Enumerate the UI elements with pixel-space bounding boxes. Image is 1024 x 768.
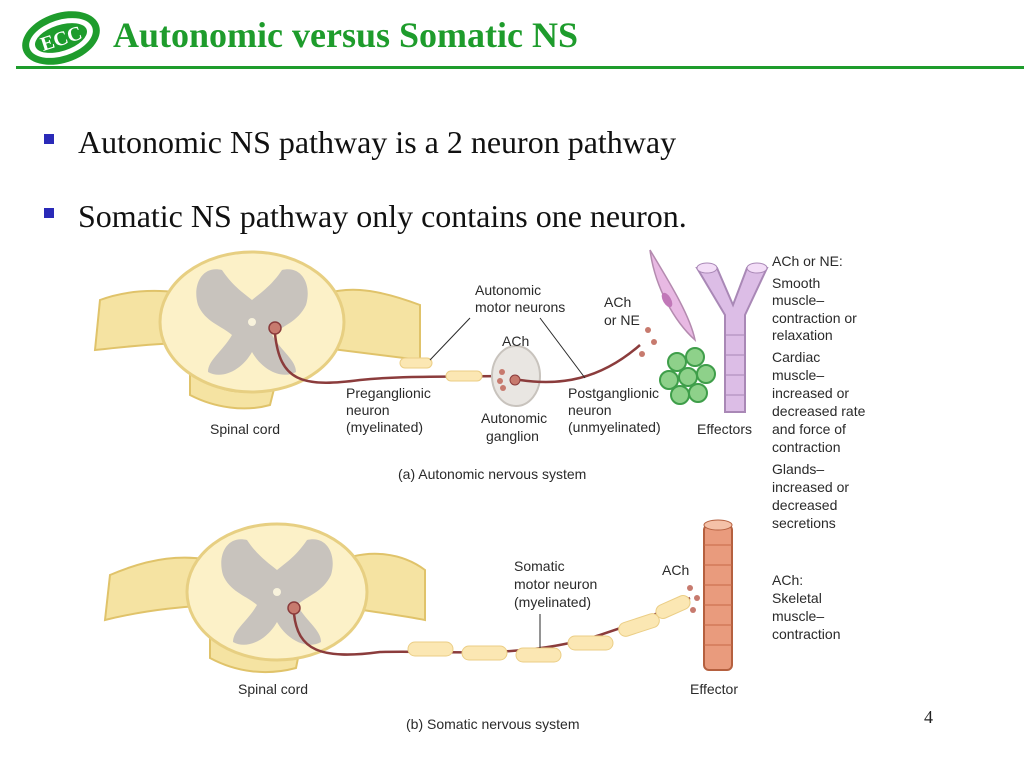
postganglionic-cell-body	[509, 374, 521, 386]
synaptic-terminal	[687, 585, 693, 591]
skeletal-muscle-fiber	[703, 524, 733, 671]
synaptic-terminal	[694, 595, 700, 601]
effect-line: and force of	[772, 421, 846, 437]
effect-line: Glands–	[772, 461, 824, 477]
myelin-segment	[515, 647, 562, 663]
preganglionic-cell-body	[268, 321, 282, 335]
gland-cell	[685, 347, 705, 367]
gland-cell	[696, 364, 716, 384]
gland-cell	[670, 385, 690, 405]
label-ganglion: Autonomic	[481, 410, 547, 426]
label-somatic-motor-neuron: motor neuron	[514, 576, 597, 592]
label-ach: ACh	[502, 333, 529, 349]
synaptic-terminal	[497, 378, 503, 384]
label-spinal-cord: Spinal cord	[210, 421, 280, 437]
label-postganglionic: neuron	[568, 402, 612, 418]
effect-line: secretions	[772, 515, 836, 531]
effect-line: Skeletal	[772, 590, 822, 606]
square-bullet-icon	[44, 134, 54, 144]
synaptic-terminal	[499, 369, 505, 375]
ecc-logo: ECC	[22, 11, 100, 65]
myelin-segment	[618, 613, 660, 637]
slide-title: Autonomic versus Somatic NS	[113, 15, 578, 55]
effect-line: decreased rate	[772, 403, 866, 419]
myelin-segment	[399, 357, 433, 369]
somatic-effects-list: ACh: Skeletal muscle– contraction	[772, 572, 840, 642]
gland-cell	[678, 367, 698, 387]
label-effectors: Effectors	[697, 421, 752, 437]
page-number: 4	[924, 707, 933, 727]
label-autonomic-motor-neurons: motor neurons	[475, 299, 565, 315]
label-ach-or-ne: or NE	[604, 312, 640, 328]
effect-line: contraction or	[772, 310, 857, 326]
effect-line: decreased	[772, 497, 837, 513]
autonomic-diagram: Spinal cord Autonomic motor neurons ACh …	[93, 249, 866, 531]
label-somatic-motor-neuron: Somatic	[514, 558, 565, 574]
gland-cell	[667, 352, 687, 372]
vessel-opening	[696, 262, 718, 274]
label-spinal-cord: Spinal cord	[238, 681, 308, 697]
effect-line: contraction	[772, 626, 840, 642]
effect-line: Cardiac	[772, 349, 820, 365]
effect-line: relaxation	[772, 327, 833, 343]
effect-line: Smooth	[772, 275, 820, 291]
smooth-muscle-nucleus	[661, 292, 673, 308]
central-canal	[248, 318, 256, 326]
leader-line	[539, 317, 586, 379]
postganglionic-axon	[519, 344, 641, 384]
caption-autonomic: (a) Autonomic nervous system	[398, 466, 586, 482]
bullet-text: Somatic NS pathway only contains one neu…	[78, 198, 687, 234]
somatic-diagram: Spinal cord Somatic motor neuron (myelin…	[103, 519, 840, 732]
autonomic-effects-list: ACh or NE: Smooth muscle– contraction or…	[772, 253, 866, 531]
synaptic-terminal	[500, 385, 506, 391]
somatic-cell-body	[287, 601, 301, 615]
effect-line: increased or	[772, 479, 849, 495]
synaptic-terminal	[690, 607, 696, 613]
myelin-segment	[655, 595, 691, 619]
label-ganglion: ganglion	[486, 428, 539, 444]
vessel-opening	[746, 262, 768, 274]
label-somatic-motor-neuron: (myelinated)	[514, 594, 591, 610]
myelin-segment	[407, 641, 454, 657]
bullet-list: Autonomic NS pathway is a 2 neuron pathw…	[44, 118, 687, 266]
synaptic-terminal	[639, 351, 645, 357]
leader-line	[429, 317, 471, 361]
label-autonomic-motor-neurons: Autonomic	[475, 282, 541, 298]
central-canal	[273, 588, 281, 596]
effect-line: muscle–	[772, 367, 824, 383]
myelin-segment	[461, 645, 508, 661]
label-preganglionic: (myelinated)	[346, 419, 423, 435]
bullet-text: Autonomic NS pathway is a 2 neuron pathw…	[78, 124, 677, 160]
effect-line: ACh or NE:	[772, 253, 843, 269]
effect-line: muscle–	[772, 608, 824, 624]
caption-somatic: (b) Somatic nervous system	[406, 716, 580, 732]
synaptic-terminal	[651, 339, 657, 345]
label-preganglionic: neuron	[346, 402, 390, 418]
label-ach: ACh	[662, 562, 689, 578]
square-bullet-icon	[44, 208, 54, 218]
effect-line: ACh:	[772, 572, 803, 588]
bullet-item: Autonomic NS pathway is a 2 neuron pathw…	[44, 118, 687, 166]
gland-cell	[688, 383, 708, 403]
smooth-muscle-cell	[649, 249, 697, 343]
gland-cell	[659, 370, 679, 390]
effect-line: increased or	[772, 385, 849, 401]
myelin-segment	[445, 370, 483, 382]
synaptic-terminal	[645, 327, 651, 333]
effect-line: muscle–	[772, 292, 824, 308]
title-divider	[16, 66, 1024, 69]
muscle-fiber-end	[703, 519, 733, 531]
blood-vessel	[695, 267, 769, 413]
label-postganglionic: Postganglionic	[568, 385, 659, 401]
bullet-item: Somatic NS pathway only contains one neu…	[44, 192, 687, 240]
myelin-segment	[567, 635, 614, 651]
label-effector: Effector	[690, 681, 738, 697]
label-ach-or-ne: ACh	[604, 294, 631, 310]
effect-line: contraction	[772, 439, 840, 455]
label-postganglionic: (unmyelinated)	[568, 419, 661, 435]
label-preganglionic: Preganglionic	[346, 385, 431, 401]
